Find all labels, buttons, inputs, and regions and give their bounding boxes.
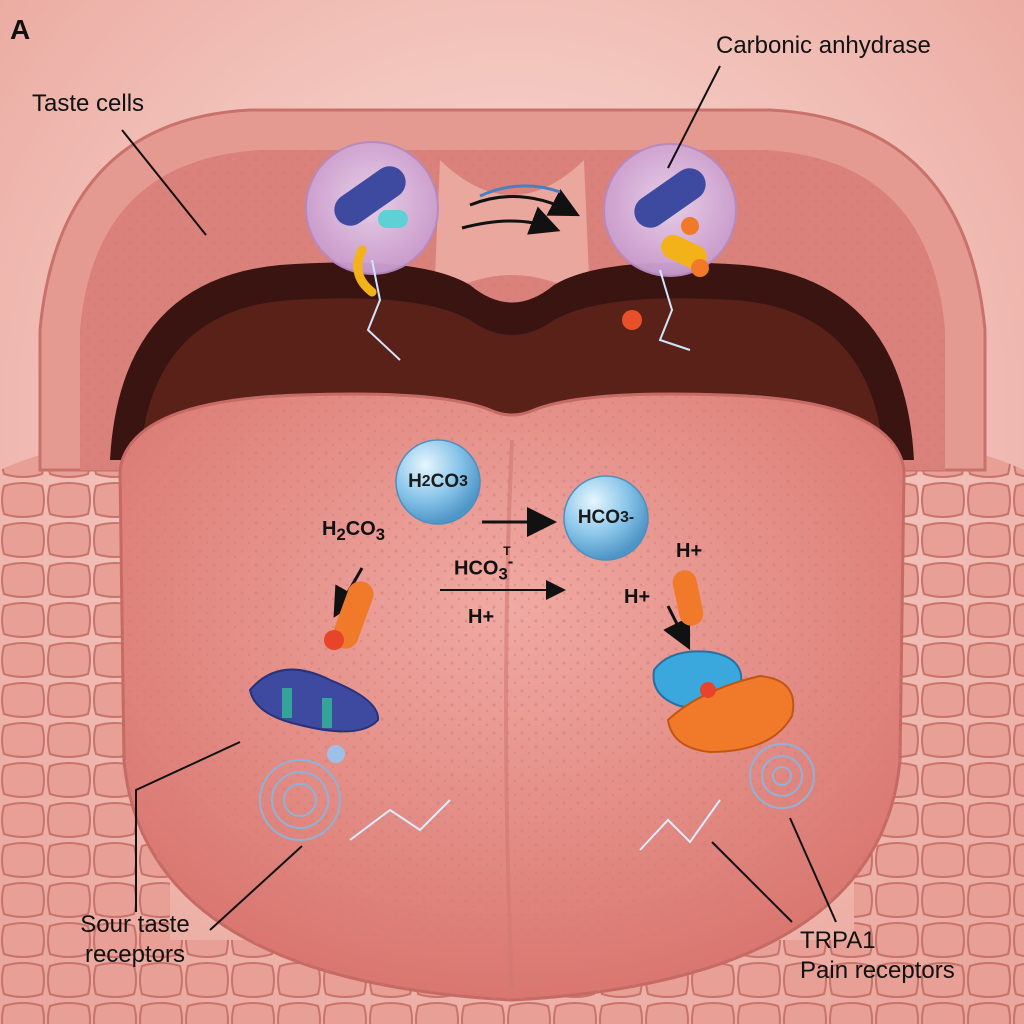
reaction-h-plus-center: H+ (468, 606, 495, 628)
sphere-hco3-hco: HCO (577, 507, 621, 528)
taste-cells-label: Taste cells (32, 90, 145, 117)
reaction-hco3-sup: - (507, 552, 514, 571)
reaction-h2co3-sub3: 3 (375, 525, 385, 544)
trpa1-label-line1: TRPA1 (800, 927, 876, 954)
reaction-hco3-hco: HCO (454, 557, 499, 580)
sour-label-line2: receptors (84, 941, 186, 968)
sphere-h2co3-h: H (408, 471, 422, 492)
trpa1-pain-receptors-label: TRPA1 Pain receptors (800, 926, 955, 986)
sour-taste-receptors-label: Sour taste receptors (50, 910, 220, 970)
carbonic-anhydrase-label: Carbonic anhydrase (716, 32, 931, 59)
reaction-h2co3-h: H (322, 518, 337, 540)
reaction-h-plus-right-mid: H+ (624, 586, 651, 608)
sphere-h2co3-sub3: 3 (459, 473, 468, 490)
reaction-h2co3-co: CO (345, 518, 376, 540)
reaction-h2co3-sub2: 2 (336, 525, 346, 544)
trpa1-label-line2: Pain receptors (800, 957, 955, 984)
reaction-hco3-mark: T (503, 544, 511, 558)
reaction-hco3-sub: 3 (498, 564, 508, 584)
sphere-hco3-sub: 3 (620, 509, 629, 526)
reaction-h2co3-label: H2CO3 (322, 518, 385, 545)
sphere-hco3-sup: - (628, 509, 635, 526)
reaction-h-plus-right-top: H+ (676, 540, 703, 562)
reaction-hco3-label: HCO3-T (454, 544, 521, 585)
sphere-h2co3-sub2: 2 (421, 473, 431, 490)
sour-label-line1: Sour taste (80, 911, 190, 938)
sphere-h2co3-co: CO (430, 471, 460, 492)
panel-letter: A (10, 14, 31, 45)
